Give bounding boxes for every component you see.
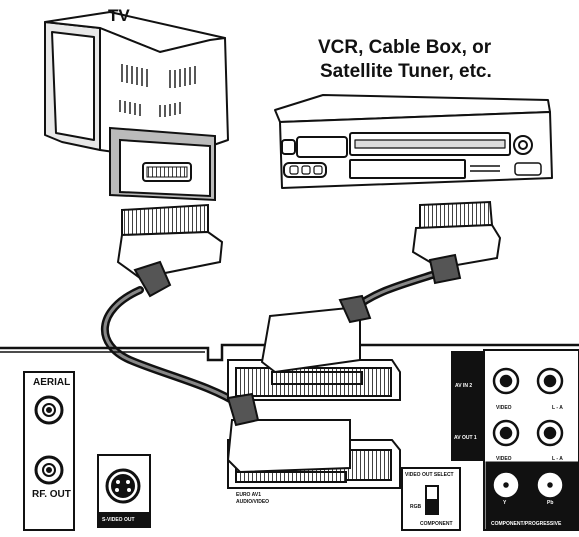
scart-cable-tv — [101, 286, 244, 409]
av-in2-label: AV IN 2 — [455, 383, 473, 389]
av-label-panel — [451, 351, 483, 461]
tv-illustration — [44, 11, 229, 161]
audio-l-label-2: L - A — [552, 456, 563, 462]
video-label-2: VIDEO — [496, 456, 512, 462]
tv-scart-plug — [116, 203, 224, 298]
vcr-plug-inserted — [260, 294, 372, 385]
video-out-select-label: VIDEO OUT SELECT — [405, 472, 454, 478]
vcr-illustration — [274, 94, 553, 189]
svideo-out-label: S-VIDEO OUT — [102, 517, 135, 523]
vcr-label-line2: Satellite Tuner, etc. — [320, 61, 492, 82]
vcr-label-line1: VCR, Cable Box, or — [318, 37, 492, 58]
pb-label: Pb — [547, 500, 554, 506]
euro-av1-label: EURO AV1 — [236, 492, 262, 498]
tv-plug-inserted — [226, 392, 351, 483]
av-out1-label: AV OUT 1 — [454, 435, 477, 441]
video-label-1: VIDEO — [496, 405, 512, 411]
aerial-label: AERIAL — [33, 377, 71, 388]
audio-l-label-1: L - A — [552, 405, 563, 411]
tv-label: TV — [108, 6, 130, 25]
vcr-scart-plug — [411, 200, 502, 285]
aerial-rf-module — [23, 371, 75, 531]
tv-scart-socket — [109, 126, 216, 202]
video-out-select-switch — [401, 467, 461, 531]
rca-jacks — [483, 349, 579, 531]
rf-out-label: RF. OUT — [32, 489, 71, 500]
s-video-jack — [97, 454, 151, 528]
scart-cable-vcr — [351, 271, 436, 312]
y-label: Y — [503, 500, 507, 506]
audio-video-label: AUDIO/VIDEO — [236, 499, 270, 505]
component-progressive-label: COMPONENT/PROGRESSIVE — [491, 521, 562, 527]
rgb-label: RGB — [410, 504, 422, 510]
component-label: COMPONENT — [420, 521, 453, 527]
